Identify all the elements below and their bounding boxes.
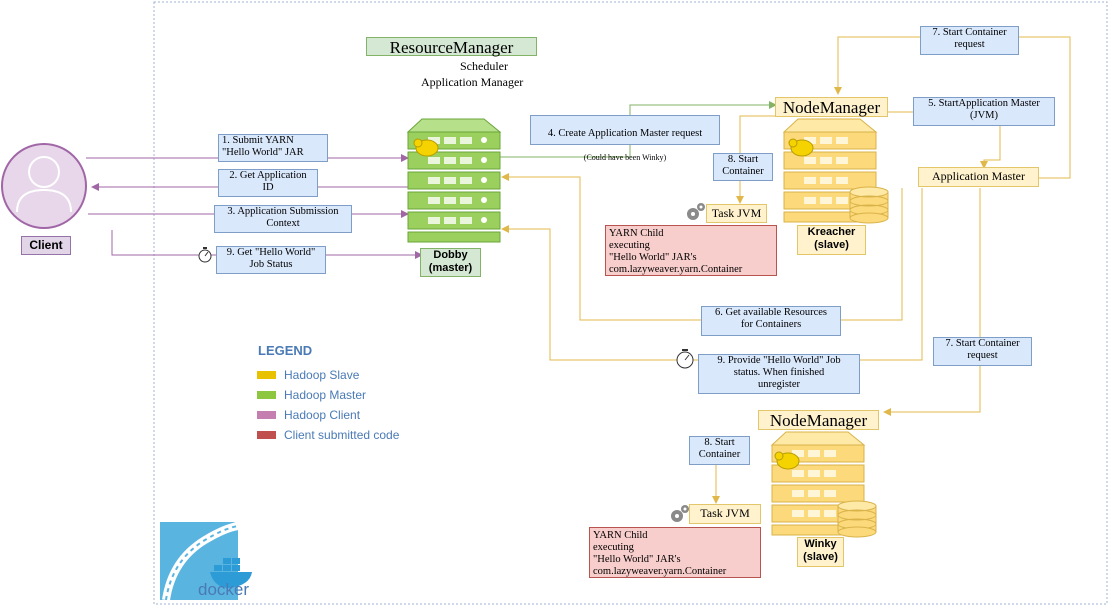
docker-host-frame	[153, 1, 1108, 605]
gears-icon	[687, 203, 705, 220]
hadoop-elephant-icon	[774, 451, 800, 470]
legend-item-master: Hadoop Master	[257, 388, 366, 402]
hadoop-elephant-icon	[788, 138, 814, 157]
legend-swatch	[257, 371, 276, 379]
client-label: Client	[21, 236, 71, 255]
database-icon	[837, 500, 877, 538]
database-icon	[849, 186, 889, 224]
step8-start-container-top-label: 8. Start Container	[713, 153, 773, 181]
docker-logo	[160, 522, 252, 601]
legend-label: Hadoop Client	[284, 408, 361, 422]
winky-slave-label: Winky (slave)	[797, 537, 844, 567]
rm-application-manager-label: Application Manager	[421, 75, 524, 89]
dobby-master-label: Dobby (master)	[420, 248, 481, 277]
kreacher-server-icon	[782, 118, 878, 223]
stopwatch-icon	[676, 349, 694, 369]
step9-provide-status-label: 9. Provide "Hello World" Job status. Whe…	[698, 354, 860, 394]
legend-swatch	[257, 391, 276, 399]
application-master-label: Application Master	[918, 167, 1039, 187]
legend-item-client: Hadoop Client	[257, 408, 360, 422]
legend-label: Hadoop Master	[284, 388, 367, 402]
task-jvm-bottom-label: Task JVM	[689, 504, 761, 524]
rm-scheduler-label: Scheduler	[460, 59, 508, 73]
nodemanager-winky-label: NodeManager	[758, 410, 879, 430]
step7-request-bottom-label: 7. Start Container request	[933, 337, 1032, 366]
legend-title: LEGEND	[258, 343, 313, 358]
nodemanager-kreacher-label: NodeManager	[775, 97, 888, 117]
yarn-child-bottom-label: YARN Child executing "Hello World" JAR's…	[589, 527, 761, 578]
yarn-child-top-label: YARN Child executing "Hello World" JAR's…	[605, 225, 777, 276]
slave-arrows	[501, 36, 1071, 504]
step1-label: 1. Submit YARN "Hello World" JAR	[218, 134, 328, 162]
step5-label: 5. StartApplication Master (JVM)	[913, 97, 1055, 126]
legend-label: Hadoop Slave	[284, 368, 360, 382]
docker-logo-text: docker	[198, 580, 250, 599]
step3-label: 3. Application Submission Context	[214, 205, 352, 233]
legend-item-code: Client submitted code	[257, 428, 399, 442]
dobby-server-icon	[406, 118, 502, 243]
step9-get-status-label: 9. Get "Hello World" Job Status	[216, 246, 326, 274]
winky-server-icon	[770, 431, 866, 536]
legend-swatch	[257, 431, 276, 439]
legend-item-slave: Hadoop Slave	[257, 368, 359, 382]
gears-icon	[671, 505, 689, 522]
stopwatch-icon	[198, 247, 212, 263]
step2-label: 2. Get Application ID	[218, 169, 318, 197]
hadoop-elephant-icon	[413, 138, 439, 157]
kreacher-slave-label: Kreacher (slave)	[797, 225, 866, 255]
legend-label: Client submitted code	[284, 428, 400, 442]
client-avatar	[1, 143, 87, 229]
legend-swatch	[257, 411, 276, 419]
task-jvm-top-label: Task JVM	[706, 204, 767, 223]
step4-note: (Could have been Winky)	[583, 153, 667, 162]
step8-start-container-bottom-label: 8. Start Container	[689, 436, 750, 465]
step4-text: 4. Create Application Master request	[547, 128, 703, 139]
step4-label: 4. Create Application Master request (Co…	[530, 115, 720, 162]
resourcemanager-title: ResourceManager	[366, 37, 537, 57]
step6-label: 6. Get available Resources for Container…	[701, 306, 841, 336]
step7-request-top-label: 7. Start Container request	[920, 26, 1019, 55]
